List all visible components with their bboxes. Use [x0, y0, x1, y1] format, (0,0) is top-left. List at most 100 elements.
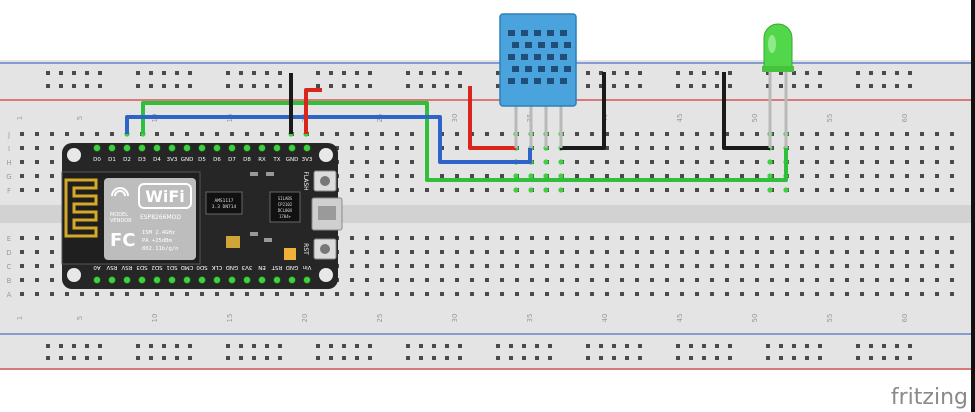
breadboard-hole — [665, 250, 669, 254]
rail-hole — [676, 84, 680, 88]
rail-hole — [368, 344, 372, 348]
breadboard-hole — [80, 132, 84, 136]
fcc-logo: FC — [110, 230, 136, 251]
breadboard-hole — [665, 188, 669, 192]
breadboard-hole — [800, 188, 804, 192]
header-pin — [243, 144, 251, 152]
breadboard-hole — [710, 188, 714, 192]
breadboard-hole — [695, 250, 699, 254]
rail-hole — [599, 71, 603, 75]
connected-hole — [513, 187, 519, 193]
header-pin — [273, 276, 281, 284]
breadboard-hole — [935, 132, 939, 136]
breadboard-hole — [350, 160, 354, 164]
breadboard-hole — [455, 132, 459, 136]
spec-line: ISM 2.4GHz — [142, 230, 175, 236]
breadboard-hole — [740, 250, 744, 254]
breadboard-hole — [50, 160, 54, 164]
row-letter: F — [7, 187, 11, 195]
breadboard-hole — [740, 292, 744, 296]
dht-vent-grid — [508, 30, 571, 84]
breadboard-hole — [455, 264, 459, 268]
wire-black-led — [722, 72, 770, 150]
breadboard-hole — [395, 146, 399, 150]
header-pin — [123, 144, 131, 152]
breadboard-hole — [920, 188, 924, 192]
breadboard-hole — [680, 146, 684, 150]
breadboard-hole — [665, 236, 669, 240]
breadboard-hole — [575, 292, 579, 296]
breadboard-hole — [35, 174, 39, 178]
rail-hole — [805, 84, 809, 88]
breadboard-hole — [695, 160, 699, 164]
breadboard-hole — [260, 132, 264, 136]
breadboard-hole — [920, 292, 924, 296]
breadboard-hole — [815, 146, 819, 150]
breadboard-hole — [605, 132, 609, 136]
rail-hole — [149, 71, 153, 75]
breadboard-hole — [365, 174, 369, 178]
tantalum-capacitor — [284, 248, 296, 260]
rail-hole — [46, 71, 50, 75]
pin-label: CLK — [211, 264, 222, 270]
rail-hole — [779, 71, 783, 75]
wire-black-dht — [560, 72, 606, 150]
breadboard-hole — [830, 278, 834, 282]
breadboard-hole — [740, 278, 744, 282]
rail-hole — [188, 356, 192, 360]
rail-hole — [625, 84, 629, 88]
breadboard-hole — [890, 174, 894, 178]
breadboard-hole — [515, 278, 519, 282]
smd-part — [264, 238, 272, 242]
breadboard-hole — [365, 132, 369, 136]
rail-hole — [586, 356, 590, 360]
rail-hole — [406, 84, 410, 88]
rail-hole — [702, 356, 706, 360]
header-pin — [108, 276, 116, 284]
breadboard-hole — [755, 188, 759, 192]
breadboard-hole — [470, 292, 474, 296]
breadboard-hole — [410, 278, 414, 282]
breadboard-hole — [725, 188, 729, 192]
breadboard-hole — [950, 174, 954, 178]
column-number: 50 — [751, 114, 759, 123]
breadboard-hole — [410, 264, 414, 268]
dht-vent — [508, 54, 515, 60]
header-pin — [93, 144, 101, 152]
breadboard-hole — [620, 146, 624, 150]
breadboard-hole — [770, 236, 774, 240]
breadboard-hole — [455, 292, 459, 296]
rail-hole — [175, 71, 179, 75]
rail-hole — [458, 71, 462, 75]
breadboard-hole — [395, 132, 399, 136]
rail-hole — [535, 356, 539, 360]
breadboard-hole — [830, 188, 834, 192]
breadboard-hole — [725, 292, 729, 296]
breadboard-hole — [575, 236, 579, 240]
breadboard-hole — [50, 174, 54, 178]
breadboard-hole — [785, 292, 789, 296]
pin-label: 3V3 — [167, 157, 178, 163]
dht-sensor — [499, 13, 577, 148]
breadboard-hole — [380, 278, 384, 282]
breadboard-hole — [500, 278, 504, 282]
breadboard-hole — [500, 188, 504, 192]
breadboard-hole — [380, 132, 384, 136]
breadboard-hole — [590, 264, 594, 268]
breadboard-hole — [770, 292, 774, 296]
breadboard-hole — [350, 188, 354, 192]
breadboard-hole — [365, 146, 369, 150]
dht-vent — [512, 42, 519, 48]
rail-hole — [188, 344, 192, 348]
rail-hole — [728, 344, 732, 348]
pin-label: SD3 — [136, 264, 148, 270]
breadboard-hole — [785, 250, 789, 254]
breadboard-hole — [890, 264, 894, 268]
row-letter: A — [7, 291, 12, 299]
connected-hole — [543, 159, 549, 165]
header-pin — [243, 276, 251, 284]
rail-hole — [779, 344, 783, 348]
breadboard-hole — [500, 264, 504, 268]
breadboard-hole — [410, 146, 414, 150]
regulator-label: 3.3 DN714 — [212, 204, 237, 210]
